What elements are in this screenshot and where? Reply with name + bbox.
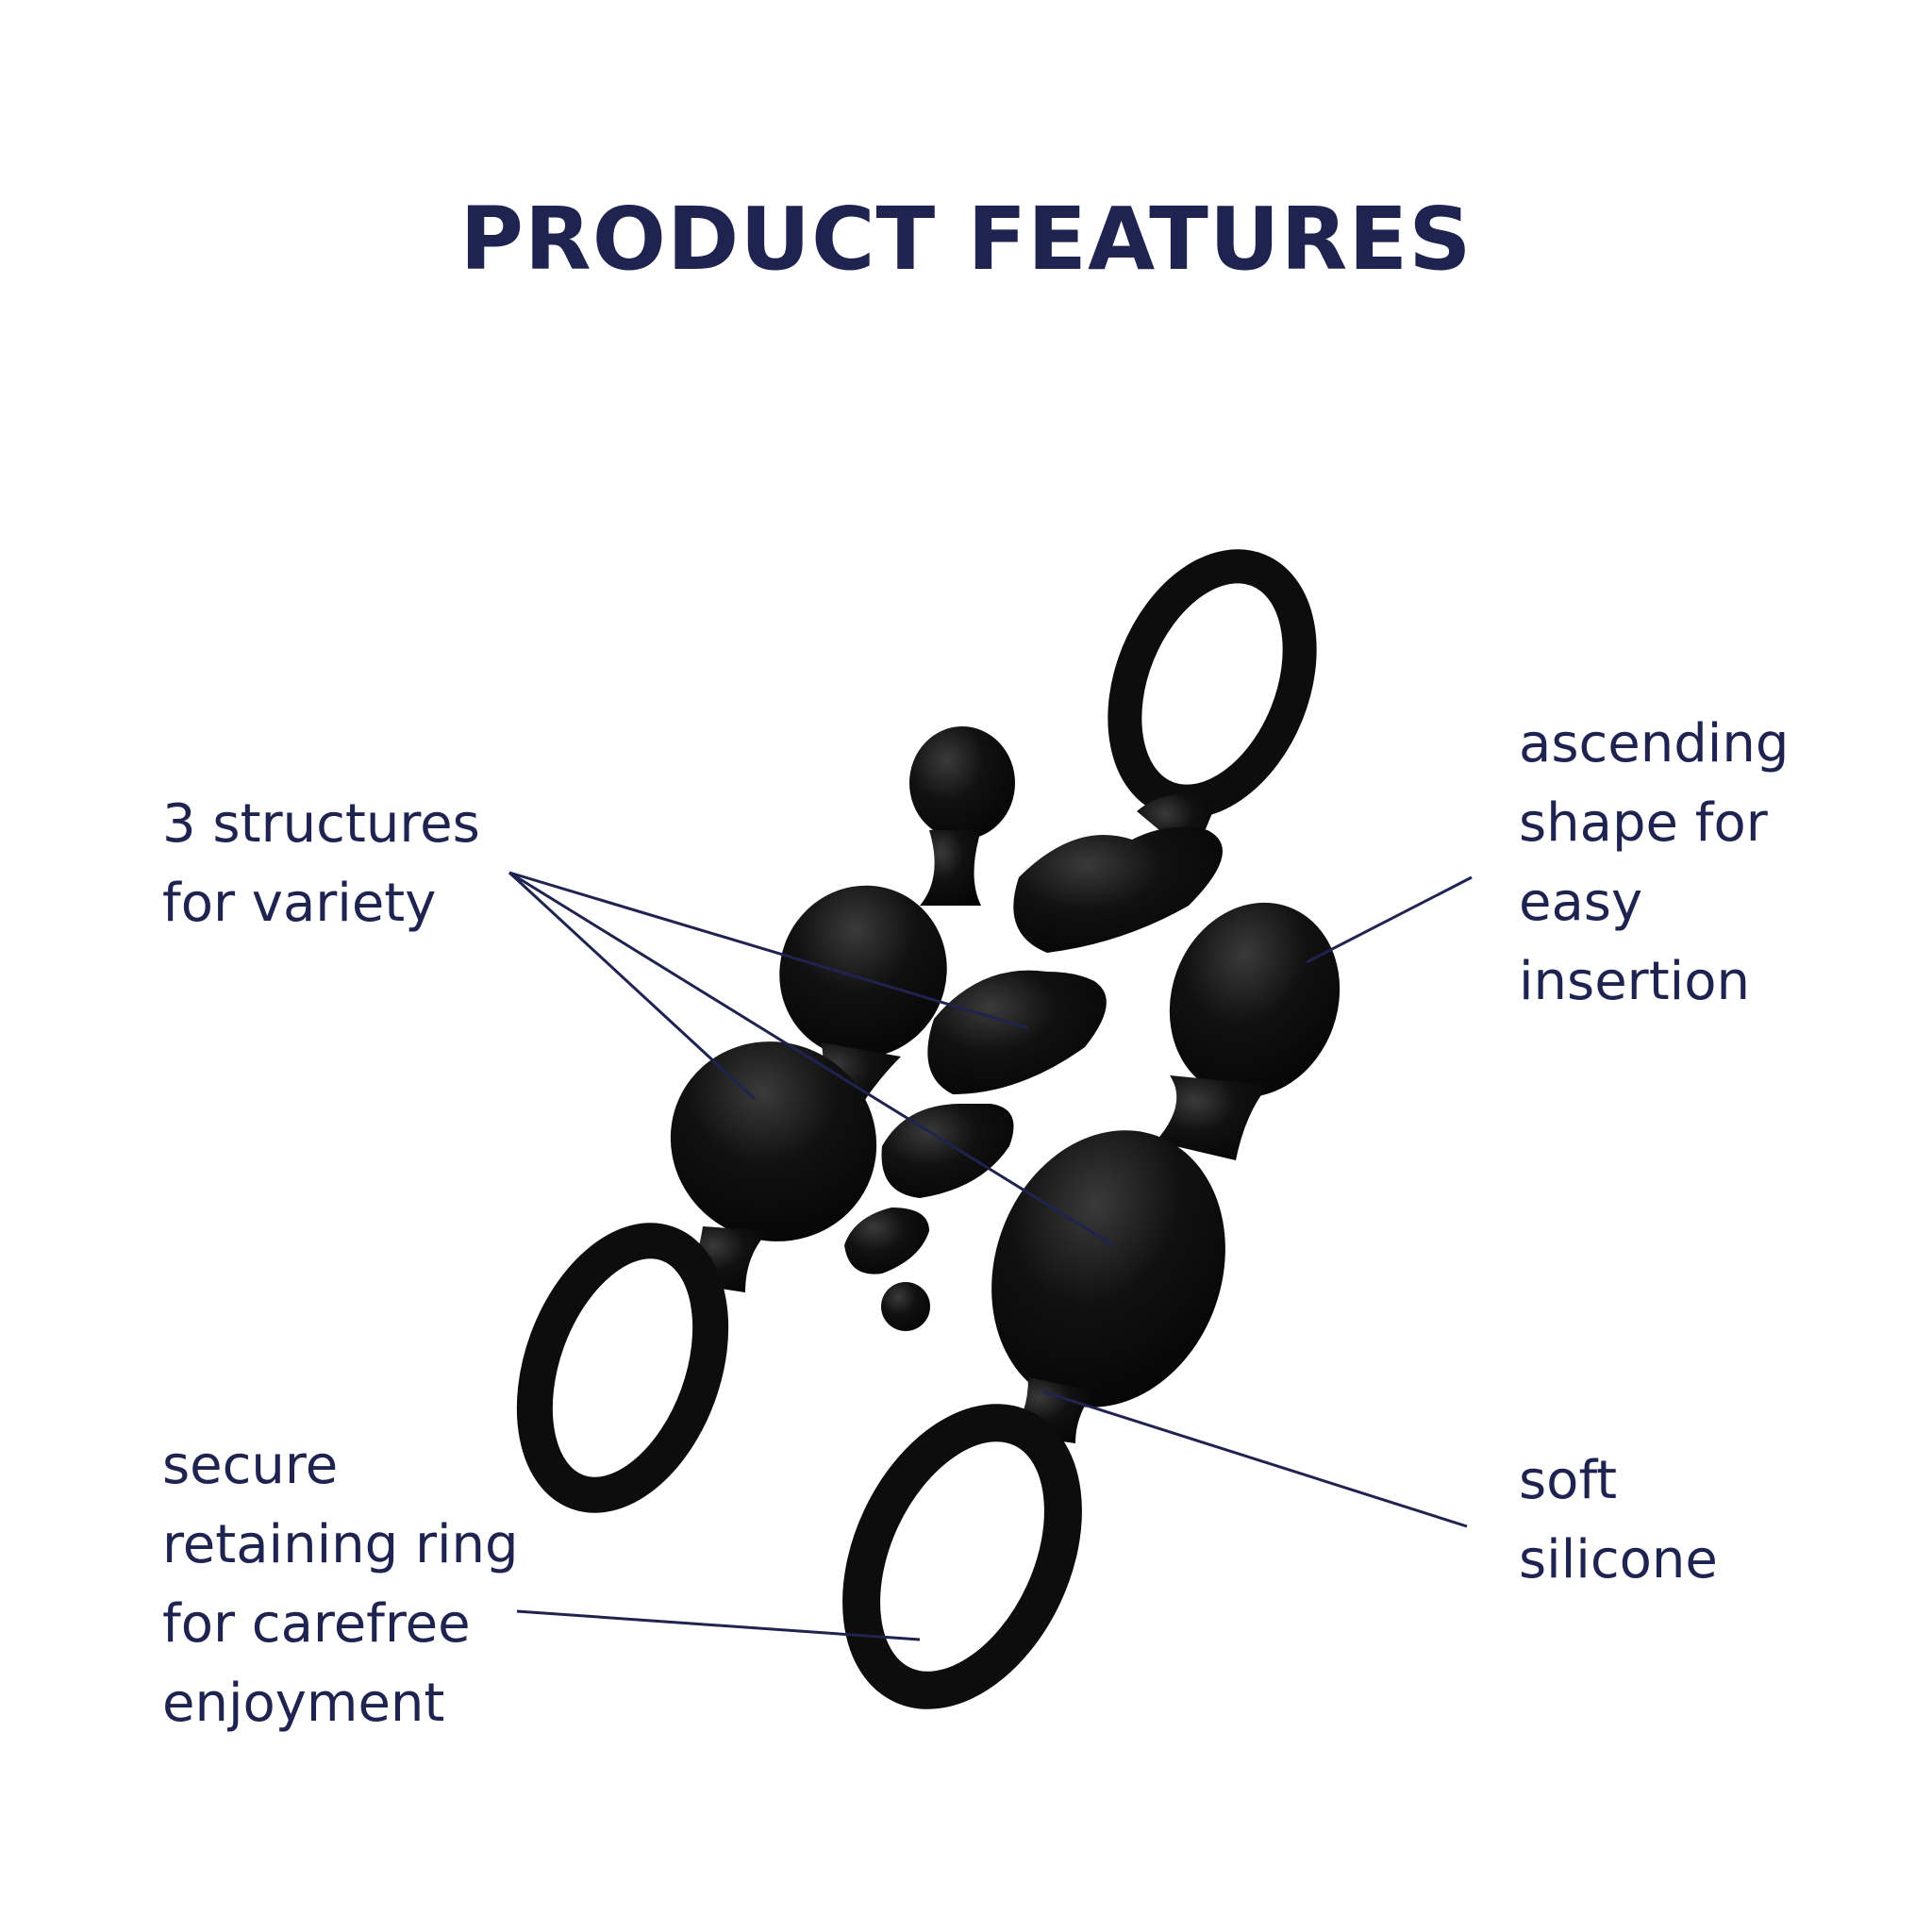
- feature-line: insertion: [1519, 951, 1750, 1012]
- leader-line-structures: [508, 871, 1029, 1030]
- leader-lines: [508, 871, 1473, 1641]
- spiral-plug-middle: [844, 794, 1223, 1331]
- feature-label-ascending-shape: ascending shape for easy insertion: [1519, 705, 1789, 1022]
- ascending-plug-right: [991, 902, 1341, 1443]
- feature-line: for variety: [162, 873, 437, 934]
- feature-line: secure: [162, 1435, 339, 1496]
- feature-line: ascending: [1519, 713, 1790, 774]
- leader-line-ring: [516, 1609, 921, 1641]
- bead-plug-left: [670, 726, 1015, 1292]
- leader-line-silicone: [1041, 1390, 1468, 1528]
- leader-line-ascending: [1306, 875, 1473, 964]
- feature-line: shape for: [1519, 792, 1768, 854]
- retaining-ring-left: [516, 1223, 729, 1513]
- feature-line: for carefree: [162, 1593, 471, 1655]
- feature-line: soft: [1519, 1450, 1618, 1511]
- leader-line-structures: [508, 871, 1114, 1247]
- feature-label-soft-silicone: soft silicone: [1519, 1441, 1718, 1600]
- page-title: PRODUCT FEATURES: [459, 189, 1473, 290]
- feature-line: easy: [1519, 872, 1643, 933]
- retaining-ring-top: [1108, 549, 1317, 819]
- feature-label-retaining-ring: secure retaining ring for carefree enjoy…: [162, 1426, 519, 1743]
- retaining-ring-right: [842, 1404, 1082, 1709]
- feature-line: enjoyment: [162, 1673, 445, 1734]
- feature-line: silicone: [1519, 1529, 1718, 1591]
- feature-line: retaining ring: [162, 1514, 519, 1575]
- leader-line-structures: [508, 871, 757, 1101]
- feature-label-structures: 3 structures for variety: [162, 785, 480, 943]
- feature-line: 3 structures: [162, 793, 480, 855]
